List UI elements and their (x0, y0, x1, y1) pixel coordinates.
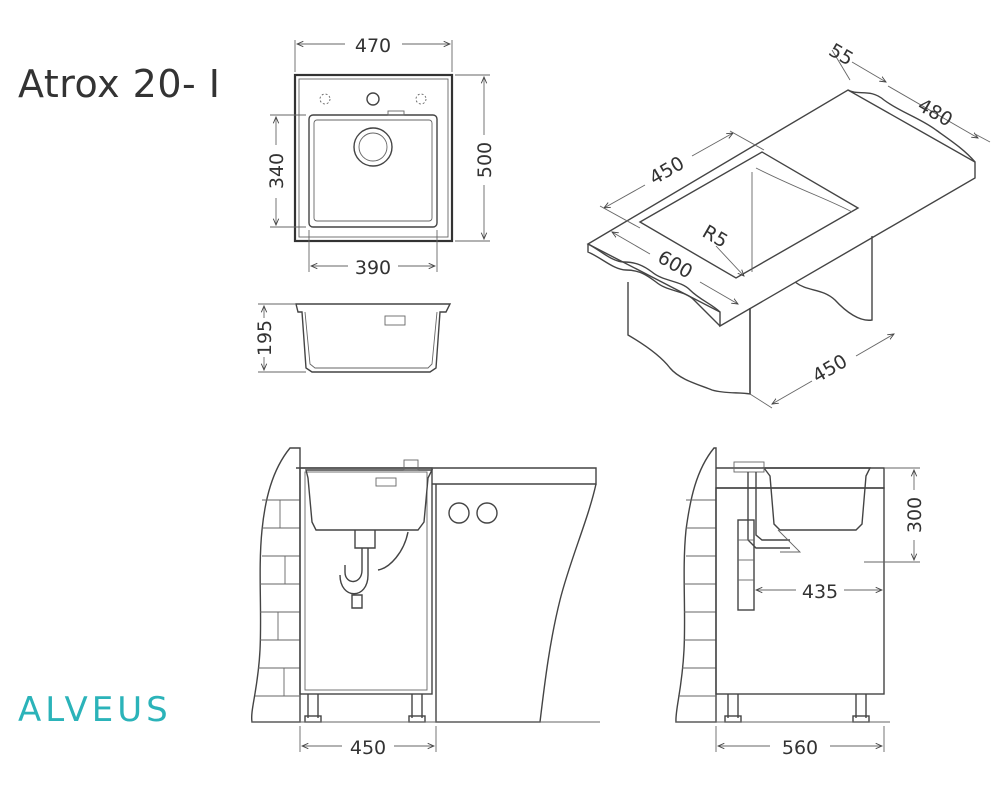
side-installation-view: 300 435 560 (675, 447, 926, 759)
front-installation-view: 450 (250, 447, 600, 759)
dim-iso-450-bottom: 450 (809, 350, 851, 387)
iso-sink-opening (638, 151, 860, 279)
section-outline (295, 303, 452, 373)
dim-iso-450-top: 450 (646, 152, 688, 189)
tap-hole-left (319, 93, 331, 105)
front-brick-wall (250, 447, 301, 723)
overflow-slot (387, 110, 405, 116)
product-title: Atrox 20- I (18, 62, 221, 106)
front-cabinet (299, 467, 433, 695)
isometric-view: 55 480 450 R5 600 450 (586, 39, 991, 409)
side-sink-bowl (762, 467, 872, 531)
dim-side-435: 435 (802, 581, 838, 603)
top-view-bowl (308, 114, 438, 228)
front-pipe-hole-left (448, 502, 470, 524)
side-cabinet (715, 487, 885, 695)
dim-top-width: 470 (355, 35, 391, 57)
dim-iso-480: 480 (914, 94, 956, 131)
front-pipe-hole-right (476, 502, 498, 524)
side-brick-wall (675, 447, 717, 723)
top-view: 470 500 340 390 (266, 35, 496, 279)
iso-countertop (586, 89, 976, 328)
dim-top-depth: 500 (474, 142, 496, 178)
front-siphon (354, 530, 376, 549)
iso-cabinet-left (627, 282, 751, 395)
top-view-inner-outline (298, 78, 449, 238)
tap-hole-right (415, 93, 427, 105)
dim-side-300: 300 (904, 497, 926, 533)
side-countertop (716, 467, 885, 489)
front-sink-bowl (305, 469, 434, 531)
dim-front-cabinet: 450 (350, 737, 386, 759)
top-view-bowl-inner (313, 119, 433, 222)
dim-bowl-depth: 340 (266, 153, 288, 189)
dim-bowl-height: 195 (254, 320, 276, 356)
alveus-logo: ALVEUS (18, 690, 172, 730)
dim-iso-55: 55 (825, 39, 857, 70)
dim-bowl-width: 390 (355, 257, 391, 279)
drain-circle-inner (358, 132, 388, 162)
top-view-outline (293, 73, 454, 243)
dim-side-560: 560 (782, 737, 818, 759)
drain-circle (353, 127, 393, 167)
section-overflow (384, 315, 406, 326)
front-countertop (296, 467, 597, 485)
iso-cabinet-right (794, 236, 873, 321)
section-view: 195 (254, 303, 452, 373)
side-trap (737, 519, 755, 611)
side-drain-pipe (747, 472, 790, 549)
dim-iso-r5: R5 (699, 221, 732, 253)
tap-hole-center (366, 92, 380, 106)
